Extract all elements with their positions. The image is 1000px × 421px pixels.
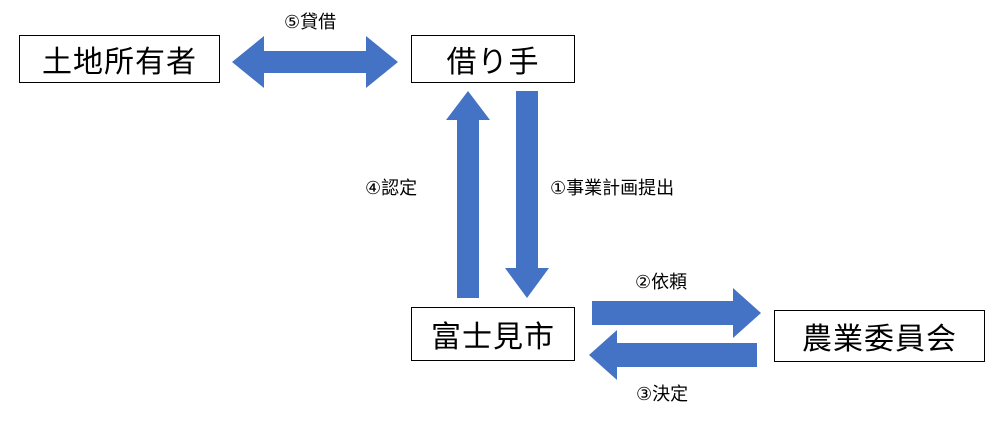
agricultural-committee-box: 農業委員会	[774, 310, 985, 362]
lending-double-arrow	[232, 36, 398, 88]
decision-left-arrow	[589, 330, 757, 380]
landowner-box: 土地所有者	[19, 35, 220, 83]
request-label: ②依頼	[635, 272, 688, 293]
plan-submission-label: ①事業計画提出	[550, 178, 675, 199]
certification-label: ④認定	[365, 178, 418, 199]
borrower-box: 借り手	[411, 35, 575, 83]
city-box: 富士見市	[411, 307, 575, 361]
certification-up-arrow	[446, 91, 490, 298]
plan-submission-down-arrow	[505, 91, 549, 298]
decision-label: ③決定	[636, 384, 689, 405]
lending-label: ⑤貸借	[284, 12, 337, 33]
request-right-arrow	[592, 288, 761, 338]
